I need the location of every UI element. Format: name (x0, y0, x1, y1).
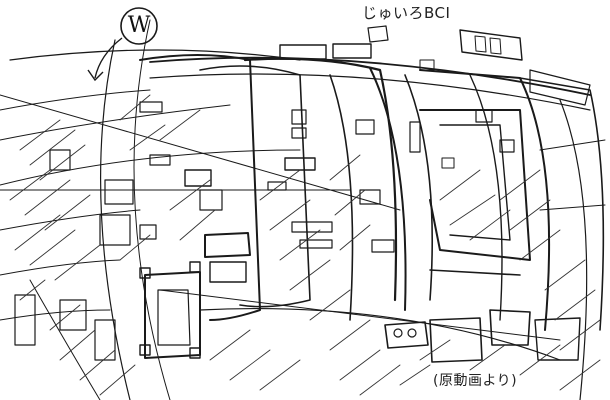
inner-frame (439, 124, 511, 241)
panel (489, 37, 502, 55)
panel (332, 43, 372, 59)
sweep-curve (133, 19, 171, 400)
frame-band (404, 74, 433, 301)
bottom-shape (407, 328, 417, 338)
sweep-curve (29, 279, 101, 400)
clamp-shape (209, 261, 247, 283)
curved-arrow-icon (94, 37, 123, 79)
bottom-shape (489, 309, 531, 346)
arc-line (0, 149, 301, 186)
clamp-shape (204, 232, 251, 258)
arc-line (0, 309, 111, 321)
detail-box (475, 109, 493, 123)
detail-box (371, 239, 395, 253)
left-panel (139, 224, 157, 240)
detail-box (355, 119, 375, 135)
detail-box (299, 239, 333, 249)
edge-line (539, 204, 606, 211)
bottom-shape (384, 321, 429, 349)
hatching (9, 94, 601, 396)
detail-box (499, 139, 515, 153)
frame-band (243, 57, 398, 302)
clamp-shape (157, 289, 191, 346)
detail-box (359, 189, 381, 205)
bottom-annotation: (原動画より) (433, 373, 518, 389)
panel (459, 29, 523, 61)
detail-box (291, 109, 307, 125)
left-panel (184, 169, 212, 187)
detail-box (291, 221, 333, 233)
bottom-shape (429, 317, 483, 363)
arc-line (0, 104, 231, 141)
frame-band (469, 74, 503, 321)
frame-band (519, 77, 605, 331)
frame-band (419, 69, 551, 331)
panel (367, 25, 389, 43)
left-panel (139, 101, 163, 113)
top-bar (149, 73, 591, 111)
edge-line (539, 139, 606, 151)
detail-box (441, 157, 455, 169)
panel (474, 35, 487, 53)
top-annotation: じゅいろBCI (362, 4, 451, 22)
left-panel (59, 299, 87, 331)
circled-letter-icon (120, 7, 158, 45)
arc-line (0, 259, 121, 276)
frame-band (369, 67, 407, 311)
left-panel (49, 149, 71, 171)
panel (529, 69, 591, 106)
detail-box (284, 157, 316, 171)
left-panel (94, 319, 116, 361)
left-panel (104, 179, 134, 205)
detail-box (409, 121, 421, 153)
panel (279, 44, 327, 60)
clamp-shape (139, 344, 151, 356)
detail-box (291, 127, 307, 139)
clamp-shape (189, 347, 201, 359)
detail-box (267, 181, 287, 191)
diagonal-line (199, 307, 561, 361)
sweep-curve (100, 39, 131, 400)
circle-mark-letter: W (127, 13, 151, 38)
left-panel (149, 154, 171, 166)
arc-line (9, 49, 301, 61)
curved-arrow-icon (87, 69, 104, 82)
clamp-shape (189, 261, 201, 273)
bottom-shape (534, 317, 581, 361)
left-panel (99, 214, 131, 246)
edge-line (559, 99, 588, 400)
diagonal-line (159, 289, 561, 341)
circle-mark-group (87, 7, 158, 82)
frame-band (329, 74, 354, 321)
detail-box (419, 59, 435, 71)
left-panel (14, 294, 36, 346)
bottom-shape (393, 328, 403, 338)
clamp-shape (139, 267, 151, 279)
inner-frame (429, 269, 521, 276)
arc-line (0, 89, 151, 111)
arc-line (0, 209, 141, 231)
left-panel (199, 189, 223, 211)
top-bar (149, 56, 591, 96)
diagonal-line (0, 94, 401, 211)
